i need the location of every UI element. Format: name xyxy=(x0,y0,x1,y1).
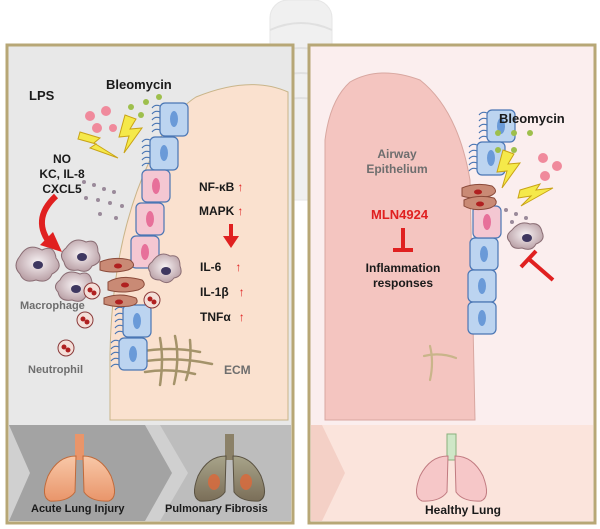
bleomycin-label-right: Bleomycin xyxy=(499,111,565,126)
signaling-nfkb: NF-κB↑ xyxy=(199,180,243,194)
responses-word: responses xyxy=(372,276,434,290)
cytokine-il6: IL-6 ↑ xyxy=(200,260,241,274)
right-lightning-icons xyxy=(496,149,554,207)
bleomycin-particles xyxy=(128,94,162,118)
signaling-mapk: MAPK↑ xyxy=(199,204,243,218)
bleomycin-label-left: Bleomycin xyxy=(106,77,172,92)
il6-text: IL-6 xyxy=(200,260,222,274)
tnfa-up-icon: ↑ xyxy=(238,310,245,324)
fibrotic-lung-icon xyxy=(194,434,265,502)
left-panel xyxy=(5,43,295,525)
mln4924-label: MLN4924 xyxy=(371,207,429,222)
inflammation-responses-label: Inflammation responses xyxy=(353,261,453,291)
mediator-kc-il8: KC, IL-8 xyxy=(39,167,85,181)
airway-epithelium-label: Airway Epithelium xyxy=(357,147,437,177)
right-lps-particles xyxy=(538,153,562,181)
signaling-down-arrow xyxy=(223,224,239,248)
cytokine-il1b: IL-1β ↑ xyxy=(200,285,245,299)
mediator-no: NO xyxy=(53,152,71,166)
mapk-up-icon: ↑ xyxy=(237,204,244,218)
stage-acute-lung-injury: Acute Lung Injury xyxy=(31,503,125,515)
mln4924-inhibition-symbol xyxy=(393,228,413,252)
neutrophil-nuclei xyxy=(61,287,157,353)
right-ecm-fibers xyxy=(422,344,458,382)
lightning-icons xyxy=(77,114,144,159)
mapk-text: MAPK xyxy=(199,204,235,218)
epithelium-word: Epithelium xyxy=(366,162,428,176)
recruitment-arrow xyxy=(39,193,62,252)
right-panel xyxy=(307,43,597,525)
stage-healthy-lung: Healthy Lung xyxy=(425,503,502,517)
acute-lung-icon xyxy=(44,434,115,502)
mediator-cxcl5: CXCL5 xyxy=(42,182,82,196)
neutrophil-label: Neutrophil xyxy=(28,364,83,376)
left-epithelium xyxy=(99,102,189,371)
right-epithelium xyxy=(461,109,516,335)
il1b-text: IL-1β xyxy=(200,285,229,299)
stage-pulmonary-fibrosis: Pulmonary Fibrosis xyxy=(165,503,268,515)
macrophage-label: Macrophage xyxy=(20,300,85,312)
right-bleomycin-particles xyxy=(495,130,533,153)
tnfa-text: TNFα xyxy=(200,310,231,324)
right-mediator-dots xyxy=(504,208,528,224)
ecm-label: ECM xyxy=(224,363,251,377)
lps-label: LPS xyxy=(29,88,55,103)
il6-up-icon: ↑ xyxy=(235,260,242,274)
mediator-dots xyxy=(82,180,124,220)
nfkb-up-icon: ↑ xyxy=(237,180,244,194)
lps-particles xyxy=(85,106,117,133)
nfkb-text: NF-κB xyxy=(199,180,235,194)
macrophage-nuclei xyxy=(33,253,171,293)
cytokine-tnfa: TNFα ↑ xyxy=(200,310,245,324)
inflammation-word: Inflammation xyxy=(365,261,441,275)
right-inhibition-arrow xyxy=(519,249,555,282)
airway-word: Airway xyxy=(377,147,417,161)
healthy-lung-icon xyxy=(416,433,487,502)
mediators-label: NO KC, IL-8 CXCL5 xyxy=(27,152,97,197)
il1b-up-icon: ↑ xyxy=(238,285,245,299)
